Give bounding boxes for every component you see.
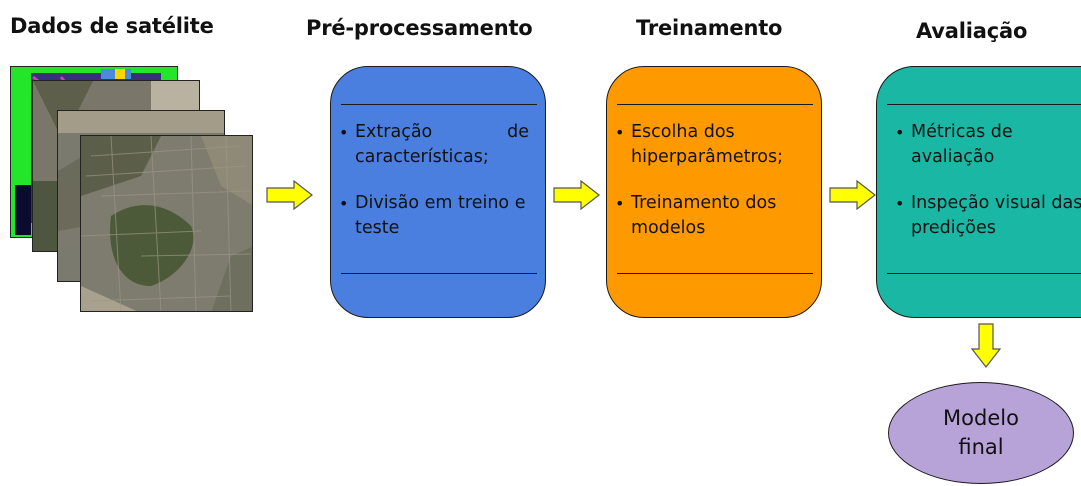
list-item: Treinamento dos modelos — [613, 191, 813, 241]
evaluation-box: Métricas de avaliação Inspeção visual da… — [876, 66, 1081, 318]
training-box: Escolha dos hiperparâmetros; Treinamento… — [606, 66, 822, 318]
divider — [617, 104, 813, 105]
title-training: Treinamento — [636, 16, 783, 40]
divider — [887, 273, 1081, 274]
list-item: Divisão em treino e teste — [337, 191, 529, 241]
preprocessing-list: Extração de características; Divisão em … — [337, 120, 529, 262]
list-item: Extração de características; — [337, 120, 529, 170]
satellite-image-front — [80, 135, 253, 312]
arrow-right-icon — [553, 180, 600, 210]
title-preprocessing: Pré-processamento — [306, 16, 533, 40]
list-item: Escolha dos hiperparâmetros; — [613, 120, 813, 170]
list-item: Inspeção visual das predições — [893, 191, 1081, 241]
arrow-right-icon — [266, 180, 313, 210]
arrow-down-icon — [970, 323, 1002, 368]
evaluation-list: Métricas de avaliação Inspeção visual da… — [893, 120, 1081, 262]
final-model-label-line1: Modelo — [943, 406, 1019, 430]
training-list: Escolha dos hiperparâmetros; Treinamento… — [613, 120, 813, 262]
divider — [617, 273, 813, 274]
divider — [341, 104, 537, 105]
divider — [341, 273, 537, 274]
list-item: Métricas de avaliação — [893, 120, 1081, 170]
title-satellite-data: Dados de satélite — [10, 14, 214, 38]
preprocessing-box: Extração de características; Divisão em … — [330, 66, 546, 318]
divider — [887, 104, 1081, 105]
final-model-label-line2: final — [958, 435, 1004, 459]
final-model-node: Modelo final — [888, 382, 1074, 484]
title-evaluation: Avaliação — [916, 19, 1028, 43]
satellite-image-stack — [10, 66, 255, 321]
arrow-right-icon — [829, 180, 876, 210]
